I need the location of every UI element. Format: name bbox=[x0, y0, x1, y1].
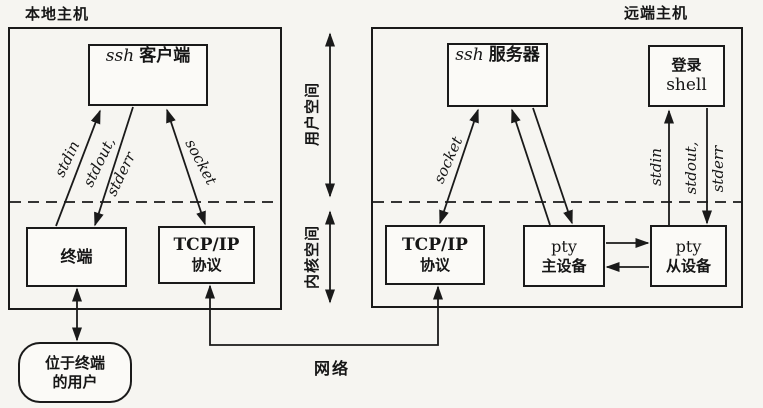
socket-left-arrow bbox=[166, 108, 206, 226]
pty-slave-box: pty 从设备 bbox=[650, 225, 727, 287]
network-label: 网络 bbox=[313, 359, 350, 378]
pty-master-line2: 主设备 bbox=[541, 256, 587, 275]
terminal-user-box: 位于终端 的用户 bbox=[18, 342, 132, 403]
ssh-client-zh: 客户端 bbox=[139, 46, 191, 66]
tcpip-left-line2: 协议 bbox=[191, 256, 222, 275]
stdin-right-label: stdin bbox=[647, 148, 665, 186]
terminal-box: 终端 bbox=[26, 227, 127, 287]
sshserver-to-pty-arrow bbox=[532, 107, 573, 225]
tcpip-left-line1: TCP/IP bbox=[173, 235, 240, 255]
pty-slave-line2: 从设备 bbox=[665, 256, 711, 275]
kernel-space-label: 内核空间 bbox=[303, 225, 321, 290]
socket-right-arrow bbox=[439, 108, 479, 225]
tcpip-right-line2: 协议 bbox=[419, 256, 450, 275]
stdin-left-arrow bbox=[55, 109, 101, 227]
login-shell-box: 登录 shell bbox=[648, 45, 725, 107]
login-shell-line2: shell bbox=[666, 74, 707, 95]
stdout-stderr-left-arrow bbox=[94, 106, 134, 227]
pty-to-sshserver-arrow bbox=[511, 108, 551, 226]
network-connector bbox=[205, 284, 443, 346]
local-host-box bbox=[8, 27, 282, 310]
tcpip-left-box: TCP/IP 协议 bbox=[158, 226, 255, 284]
ssh-server-zh: 服务器 bbox=[488, 45, 540, 65]
pty-master-box: pty 主设备 bbox=[523, 225, 605, 287]
remote-host-title: 远端主机 bbox=[624, 4, 689, 22]
terminal-label: 终端 bbox=[60, 247, 93, 266]
ssh-server-box: ssh 服务器 bbox=[447, 43, 548, 107]
user-space-label: 用户空间 bbox=[303, 82, 321, 147]
login-shell-line1: 登录 bbox=[671, 56, 702, 74]
terminal-user-line1: 位于终端 bbox=[44, 353, 105, 372]
tcpip-right-box: TCP/IP 协议 bbox=[385, 225, 485, 285]
remote-host-box bbox=[371, 27, 743, 308]
local-host-title: 本地主机 bbox=[25, 5, 90, 23]
stdout-right-label: stdout, bbox=[682, 141, 700, 195]
pty-master-line1: pty bbox=[551, 236, 577, 256]
ssh-client-box: ssh 客户端 bbox=[88, 44, 208, 106]
terminal-user-line2: 的用户 bbox=[52, 372, 98, 391]
pty-slave-line1: pty bbox=[675, 236, 702, 256]
tcpip-right-line1: TCP/IP bbox=[402, 235, 468, 255]
ssh-server-en: ssh bbox=[455, 45, 484, 65]
stderr-right-label: stderr bbox=[709, 145, 727, 193]
ssh-client-en: ssh bbox=[105, 46, 135, 66]
